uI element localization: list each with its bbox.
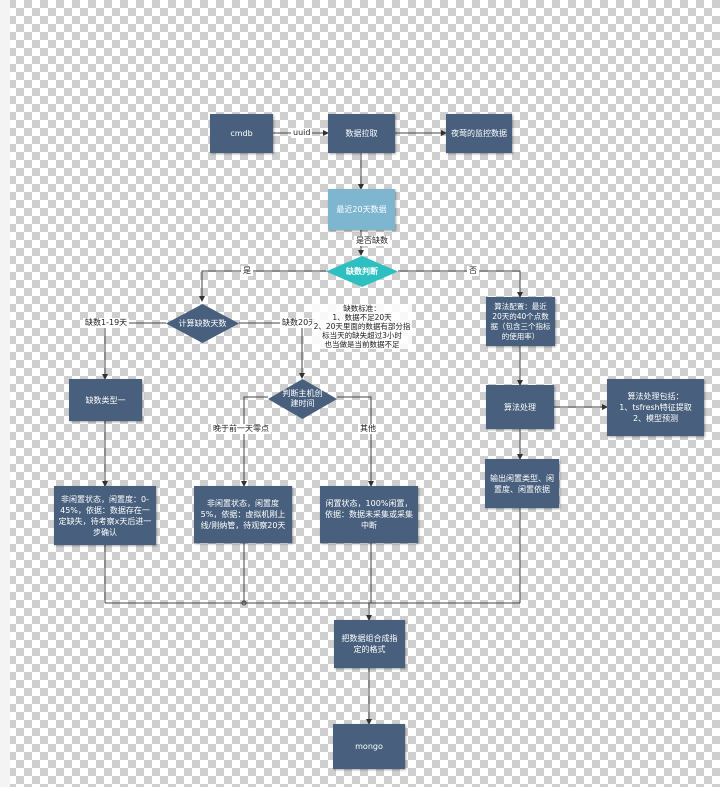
edge-other [337, 396, 374, 487]
decision-host-create-time[interactable]: 判断主机创建时间 [267, 378, 338, 420]
diamond-shape [268, 379, 337, 419]
node-data-pull[interactable]: 数据拉取 [328, 114, 395, 153]
edge-1-19 [102, 322, 166, 380]
node-cmdb-label: cmdb [230, 129, 253, 138]
edge-label-before-day: 晚于前一天零点 [211, 424, 271, 434]
edge-20 [239, 322, 305, 379]
edge-before [241, 396, 268, 487]
node-missing-type-1-label: 缺数类型一 [85, 395, 126, 405]
node-missing-type-1[interactable]: 缺数类型一 [69, 379, 142, 421]
edge-no [398, 270, 523, 298]
edge-label-is-missing: 是否缺数 [354, 236, 390, 246]
node-recent-20-days-label: 最近20天数据 [336, 205, 387, 214]
node-state-c-label: 闲置状态，100%闲置，依据：数据未采集或采集中断 [325, 499, 413, 530]
edge-label-other: 其他 [358, 424, 378, 434]
node-mongo[interactable]: mongo [333, 724, 405, 769]
diamond-shape [326, 256, 398, 287]
canvas-margin [0, 0, 10, 787]
node-combine[interactable]: 把数据组合成指定的格式 [334, 620, 405, 668]
edge-label-no: 否 [467, 266, 479, 276]
node-output-idle[interactable]: 输出闲置类型、闲置度、闲置依据 [485, 459, 559, 508]
node-combine-label: 把数据组合成指定的格式 [341, 634, 398, 654]
node-algo-includes-label: 算法处理包括： 1、tsfresh特征提取 2、模型预测 [619, 392, 692, 423]
diamond-shape [166, 304, 239, 343]
node-mongo-label: mongo [355, 742, 383, 751]
node-algo-includes[interactable]: 算法处理包括： 1、tsfresh特征提取 2、模型预测 [607, 379, 704, 436]
node-data-pull-label: 数据拉取 [345, 129, 378, 138]
node-algo-process[interactable]: 算法处理 [486, 385, 554, 429]
node-algo-config-label: 算法配置：最近20天的40个点数据（包含三个指标的使用率） [490, 301, 551, 341]
node-state-c[interactable]: 闲置状态，100%闲置，依据：数据未采集或采集中断 [320, 486, 418, 543]
node-cmdb[interactable]: cmdb [210, 114, 273, 153]
note-missing-standard: 缺数标准： 1、数据不足20天 2、20天里面的数据有部分指标当天的缺失超过3小… [312, 304, 412, 349]
node-monitor-data-label: 夜莺的监控数据 [451, 129, 507, 138]
node-state-b-label: 非闲置状态，闲置度5%，依据：虚拟机刚上线/刚纳管，待观察20天 [200, 499, 286, 530]
decision-missing-check-label: 缺数判断 [346, 266, 378, 276]
edge-label-missing-1-19: 缺数1-19天 [83, 318, 130, 328]
edge-yes [199, 270, 326, 302]
node-recent-20-days[interactable]: 最近20天数据 [328, 189, 395, 230]
edge-label-yes: 是 [241, 266, 253, 276]
edge-label-missing-20: 缺数20天 [280, 318, 319, 328]
node-state-a[interactable]: 非闲置状态，闲置度：0-45%，依据：数据存在一定缺失，待考察x天后进一步确认 [54, 486, 156, 545]
node-output-idle-label: 输出闲置类型、闲置度、闲置依据 [490, 473, 554, 494]
node-state-a-label: 非闲置状态，闲置度：0-45%，依据：数据存在一定缺失，待考察x天后进一步确认 [58, 494, 152, 537]
decision-missing-check[interactable]: 缺数判断 [325, 255, 399, 288]
decision-host-create-time-label: 判断主机创建时间 [282, 389, 323, 408]
decision-calc-missing-days[interactable]: 计算缺数天数 [165, 303, 240, 344]
decision-calc-missing-days-label: 计算缺数天数 [178, 318, 227, 328]
node-algo-process-label: 算法处理 [504, 402, 536, 412]
node-state-b[interactable]: 非闲置状态，闲置度5%，依据：虚拟机刚上线/刚纳管，待观察20天 [194, 486, 292, 543]
node-algo-config[interactable]: 算法配置：最近20天的40个点数据（包含三个指标的使用率） [486, 297, 555, 346]
node-monitor-data[interactable]: 夜莺的监控数据 [446, 114, 512, 153]
edge-label-uuid: uuid [291, 128, 313, 138]
